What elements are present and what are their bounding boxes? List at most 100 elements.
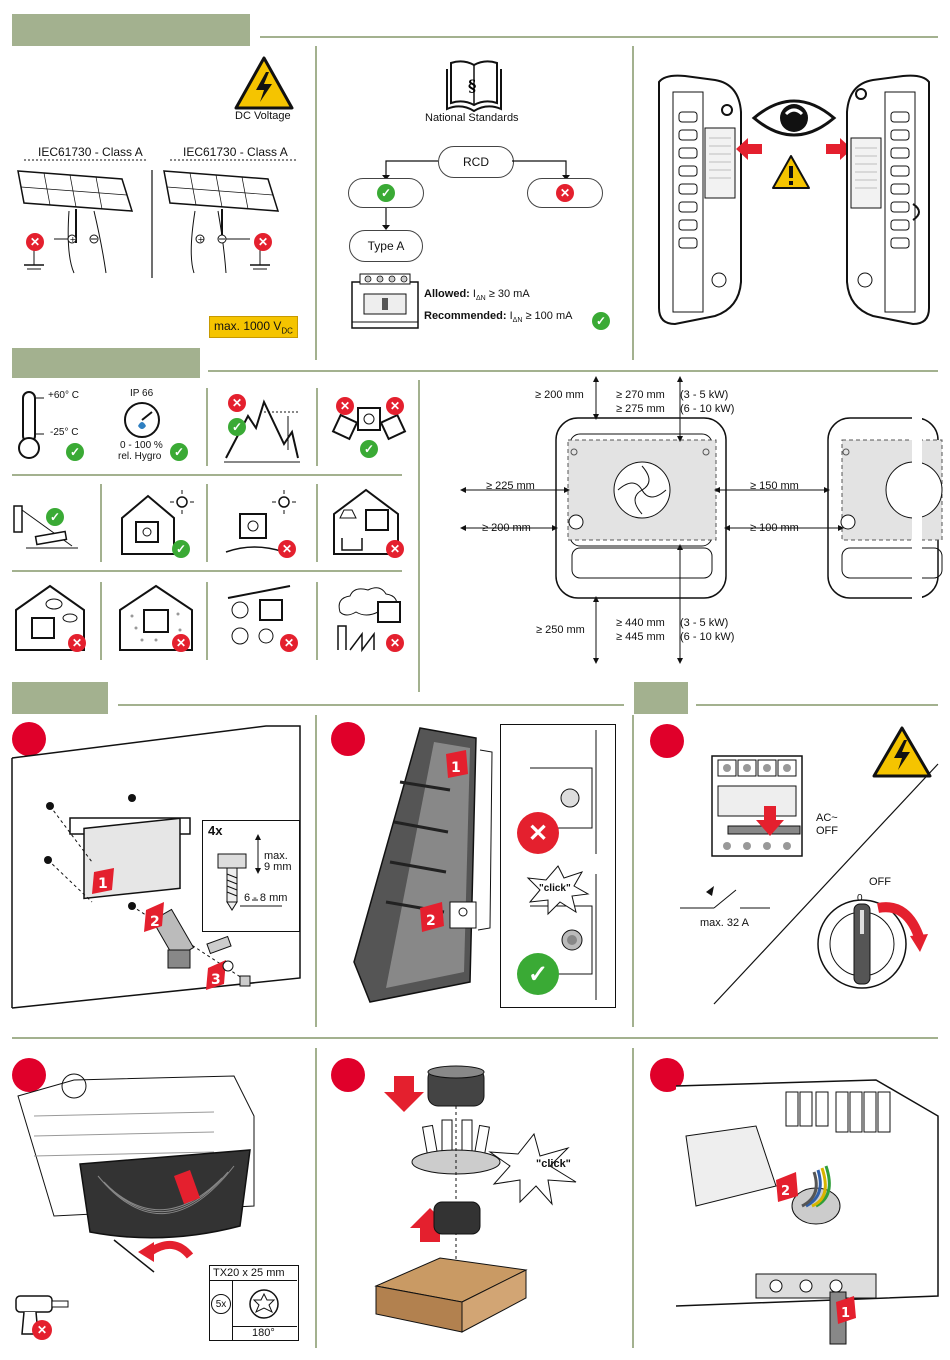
cross-icon: ✕	[32, 1320, 52, 1340]
svg-text:1: 1	[451, 760, 461, 776]
screw-length-label: 6 - 8 mm	[244, 892, 288, 904]
screw-detail-box	[202, 820, 300, 932]
screw-count-badge: 5x	[211, 1294, 231, 1314]
separator	[209, 1280, 297, 1281]
separator	[100, 582, 102, 660]
svg-text:2: 2	[150, 914, 160, 930]
separator	[206, 484, 208, 562]
svg-text:+: +	[198, 235, 205, 244]
separator	[12, 474, 402, 476]
solar-panel-icon: +	[17, 170, 134, 274]
max-voltage-subscript: DC	[281, 326, 293, 336]
ferrite-click-label: "click"	[536, 1158, 571, 1170]
separator	[206, 582, 208, 660]
separator	[632, 46, 634, 360]
header-rule-ac	[696, 704, 938, 706]
screw-dimension-lines	[240, 834, 282, 907]
clearance-diagram	[460, 376, 943, 666]
step-marker	[12, 722, 46, 756]
clearance-left-upper: ≥ 225 mm	[486, 480, 535, 492]
separator	[316, 582, 318, 660]
living-room-icon	[333, 488, 399, 555]
clearance-bottom-small-range: (3 - 5 kW)	[680, 617, 729, 629]
altitude-mountain-icon	[224, 399, 300, 463]
dusty-room-icon	[119, 584, 193, 651]
inverter-side-view-right	[846, 74, 930, 326]
ammonia-icon	[337, 587, 401, 653]
clearance-left-lower: ≥ 200 mm	[482, 522, 531, 534]
inverter-side-view-left	[658, 74, 742, 326]
check-icon: ✓	[228, 418, 246, 436]
cross-icon: ✕	[386, 397, 404, 415]
separator	[632, 1048, 634, 1348]
torx-screw-icon	[249, 1289, 279, 1319]
greenhouse-icon	[15, 584, 85, 651]
rcd-not-allowed-node: ✕	[527, 178, 603, 208]
livestock-stable-icon	[227, 585, 291, 645]
rcd-recommended-row: Recommended: IΔN ≥ 100 mA	[424, 310, 572, 324]
separator	[418, 380, 420, 692]
step-marker	[331, 722, 365, 756]
recommended-value: ≥ 100 mA	[525, 310, 573, 322]
svg-text:§: §	[468, 76, 476, 95]
label-leader-lines	[24, 159, 296, 278]
current-symbol: I	[509, 310, 513, 322]
ac-switch-label: AC~	[816, 812, 838, 824]
class-label-left: IEC61730 - Class A	[38, 145, 143, 159]
screw-max-label: max.	[264, 850, 288, 862]
type-a-node: Type A	[349, 230, 423, 262]
separator	[232, 1326, 297, 1327]
clearance-top: ≥ 200 mm	[535, 389, 584, 401]
allowed-value: ≥ 30 mA	[488, 288, 530, 300]
clearance-bottom-large: ≥ 445 mm	[616, 631, 665, 643]
indoor-sun-icon	[121, 490, 194, 555]
clearance-top-small-range: (3 - 5 kW)	[680, 389, 729, 401]
humidity-type-label: rel. Hygro	[118, 451, 162, 462]
separator	[232, 1280, 233, 1340]
cross-icon: ✕	[556, 184, 574, 202]
current-subscript: ΔN	[512, 317, 523, 325]
cable-entry-drawing: 2 1	[675, 1079, 939, 1345]
wall-bracket-drawing: 1 2 3	[11, 725, 301, 1009]
max-voltage-value: max. 1000 V	[214, 319, 282, 333]
not-allowed-icon: ✕	[254, 233, 272, 251]
diagonal-divider	[713, 763, 939, 1005]
rcd-device-icon	[351, 273, 419, 329]
cover-removal-drawing	[17, 1073, 255, 1273]
check-icon: ✓	[170, 443, 188, 461]
clearance-top-small: ≥ 270 mm	[616, 389, 665, 401]
temp-min-label: -25° C	[50, 427, 79, 438]
svg-text:1: 1	[841, 1306, 850, 1321]
not-allowed-icon: ✕	[26, 233, 44, 251]
red-pointer-arrow	[826, 138, 852, 160]
dc-voltage-label: DC Voltage	[235, 110, 291, 122]
allowed-label: Allowed:	[424, 288, 470, 300]
separator	[632, 715, 634, 1027]
check-icon: ✓	[46, 508, 64, 526]
click-burst-icon	[526, 865, 590, 916]
humidity-gauge-icon	[124, 402, 160, 438]
temp-max-label: +60° C	[48, 390, 79, 401]
red-pointer-arrow	[736, 138, 762, 160]
ferrite-core-drawing	[374, 1065, 577, 1333]
recommended-label: Recommended:	[424, 310, 507, 322]
separator	[12, 570, 402, 572]
separator	[315, 715, 317, 1027]
svg-text:3: 3	[211, 972, 221, 988]
check-icon: ✓	[360, 440, 378, 458]
separator	[12, 1037, 938, 1039]
humidity-range-label: 0 - 100 %	[120, 440, 163, 451]
step-marker	[650, 724, 684, 758]
rcd-node: RCD	[438, 146, 514, 178]
rotary-zero-label: 0	[857, 893, 863, 904]
section-header-environment	[12, 348, 200, 378]
rotary-off-label: OFF	[869, 876, 891, 888]
check-icon: ✓	[592, 312, 610, 330]
breaker-symbol	[680, 886, 770, 909]
clearance-top-large-range: (6 - 10 kW)	[680, 403, 735, 415]
orientation-icon	[331, 407, 407, 441]
separator	[315, 1048, 317, 1348]
cross-icon: ✕	[280, 634, 298, 652]
screw-icon	[217, 853, 247, 911]
svg-text:2: 2	[426, 913, 436, 929]
